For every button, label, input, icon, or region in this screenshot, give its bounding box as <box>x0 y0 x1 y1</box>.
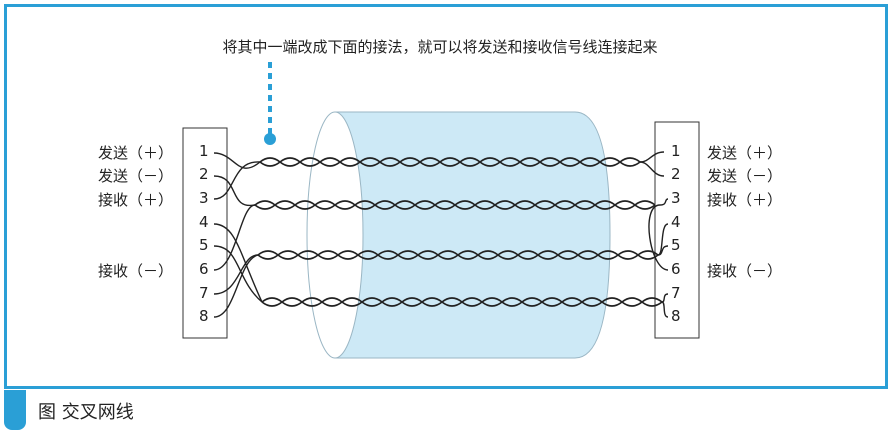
right-pin-2: 2 <box>671 165 681 183</box>
right-pin-5: 5 <box>671 236 681 254</box>
left-fanout <box>213 152 263 318</box>
cable-body <box>334 111 611 359</box>
right-pin-1: 1 <box>671 142 681 160</box>
twisted-pair-a-wire2 <box>259 157 641 167</box>
right-label-rx-plus: 接收（＋） <box>707 191 783 209</box>
left-pin-8: 8 <box>199 307 209 325</box>
left-pin-1: 1 <box>199 142 209 160</box>
figure-caption: 图 交叉网线 <box>38 402 134 423</box>
cable-end <box>306 111 364 359</box>
left-pin-6: 6 <box>199 260 209 278</box>
left-pin-2: 2 <box>199 165 209 183</box>
twisted-pair-d-wire2 <box>261 297 663 307</box>
right-label-tx-minus: 发送（－） <box>707 167 783 185</box>
annotation-text: 将其中一端改成下面的接法，就可以将发送和接收信号线连接起来 <box>222 38 658 56</box>
left-pin-7: 7 <box>199 284 209 302</box>
left-pin-5: 5 <box>199 236 209 254</box>
caption-accent-bar <box>4 390 26 430</box>
twisted-pair-c-wire2 <box>257 250 659 260</box>
annotation-dot <box>264 133 276 145</box>
left-pin-4: 4 <box>199 213 209 231</box>
right-pin-7: 7 <box>671 284 681 302</box>
left-connector <box>182 127 228 339</box>
twisted-pairs <box>254 157 663 307</box>
left-label-rx-minus: 接收（－） <box>98 262 174 280</box>
right-pin-4: 4 <box>671 213 681 231</box>
right-pin-8: 8 <box>671 307 681 325</box>
right-label-tx-plus: 发送（＋） <box>707 144 783 162</box>
left-pin-3: 3 <box>199 189 209 207</box>
left-label-tx-plus: 发送（＋） <box>98 144 174 162</box>
right-fanout <box>639 151 669 318</box>
right-pin-6: 6 <box>671 260 681 278</box>
twisted-pair-b-wire2 <box>254 200 656 210</box>
left-label-rx-plus: 接收（＋） <box>98 191 174 209</box>
left-label-tx-minus: 发送（－） <box>98 167 174 185</box>
right-pin-3: 3 <box>671 189 681 207</box>
twisted-pair-a-wire1 <box>259 157 641 167</box>
right-label-rx-minus: 接收（－） <box>707 262 783 280</box>
